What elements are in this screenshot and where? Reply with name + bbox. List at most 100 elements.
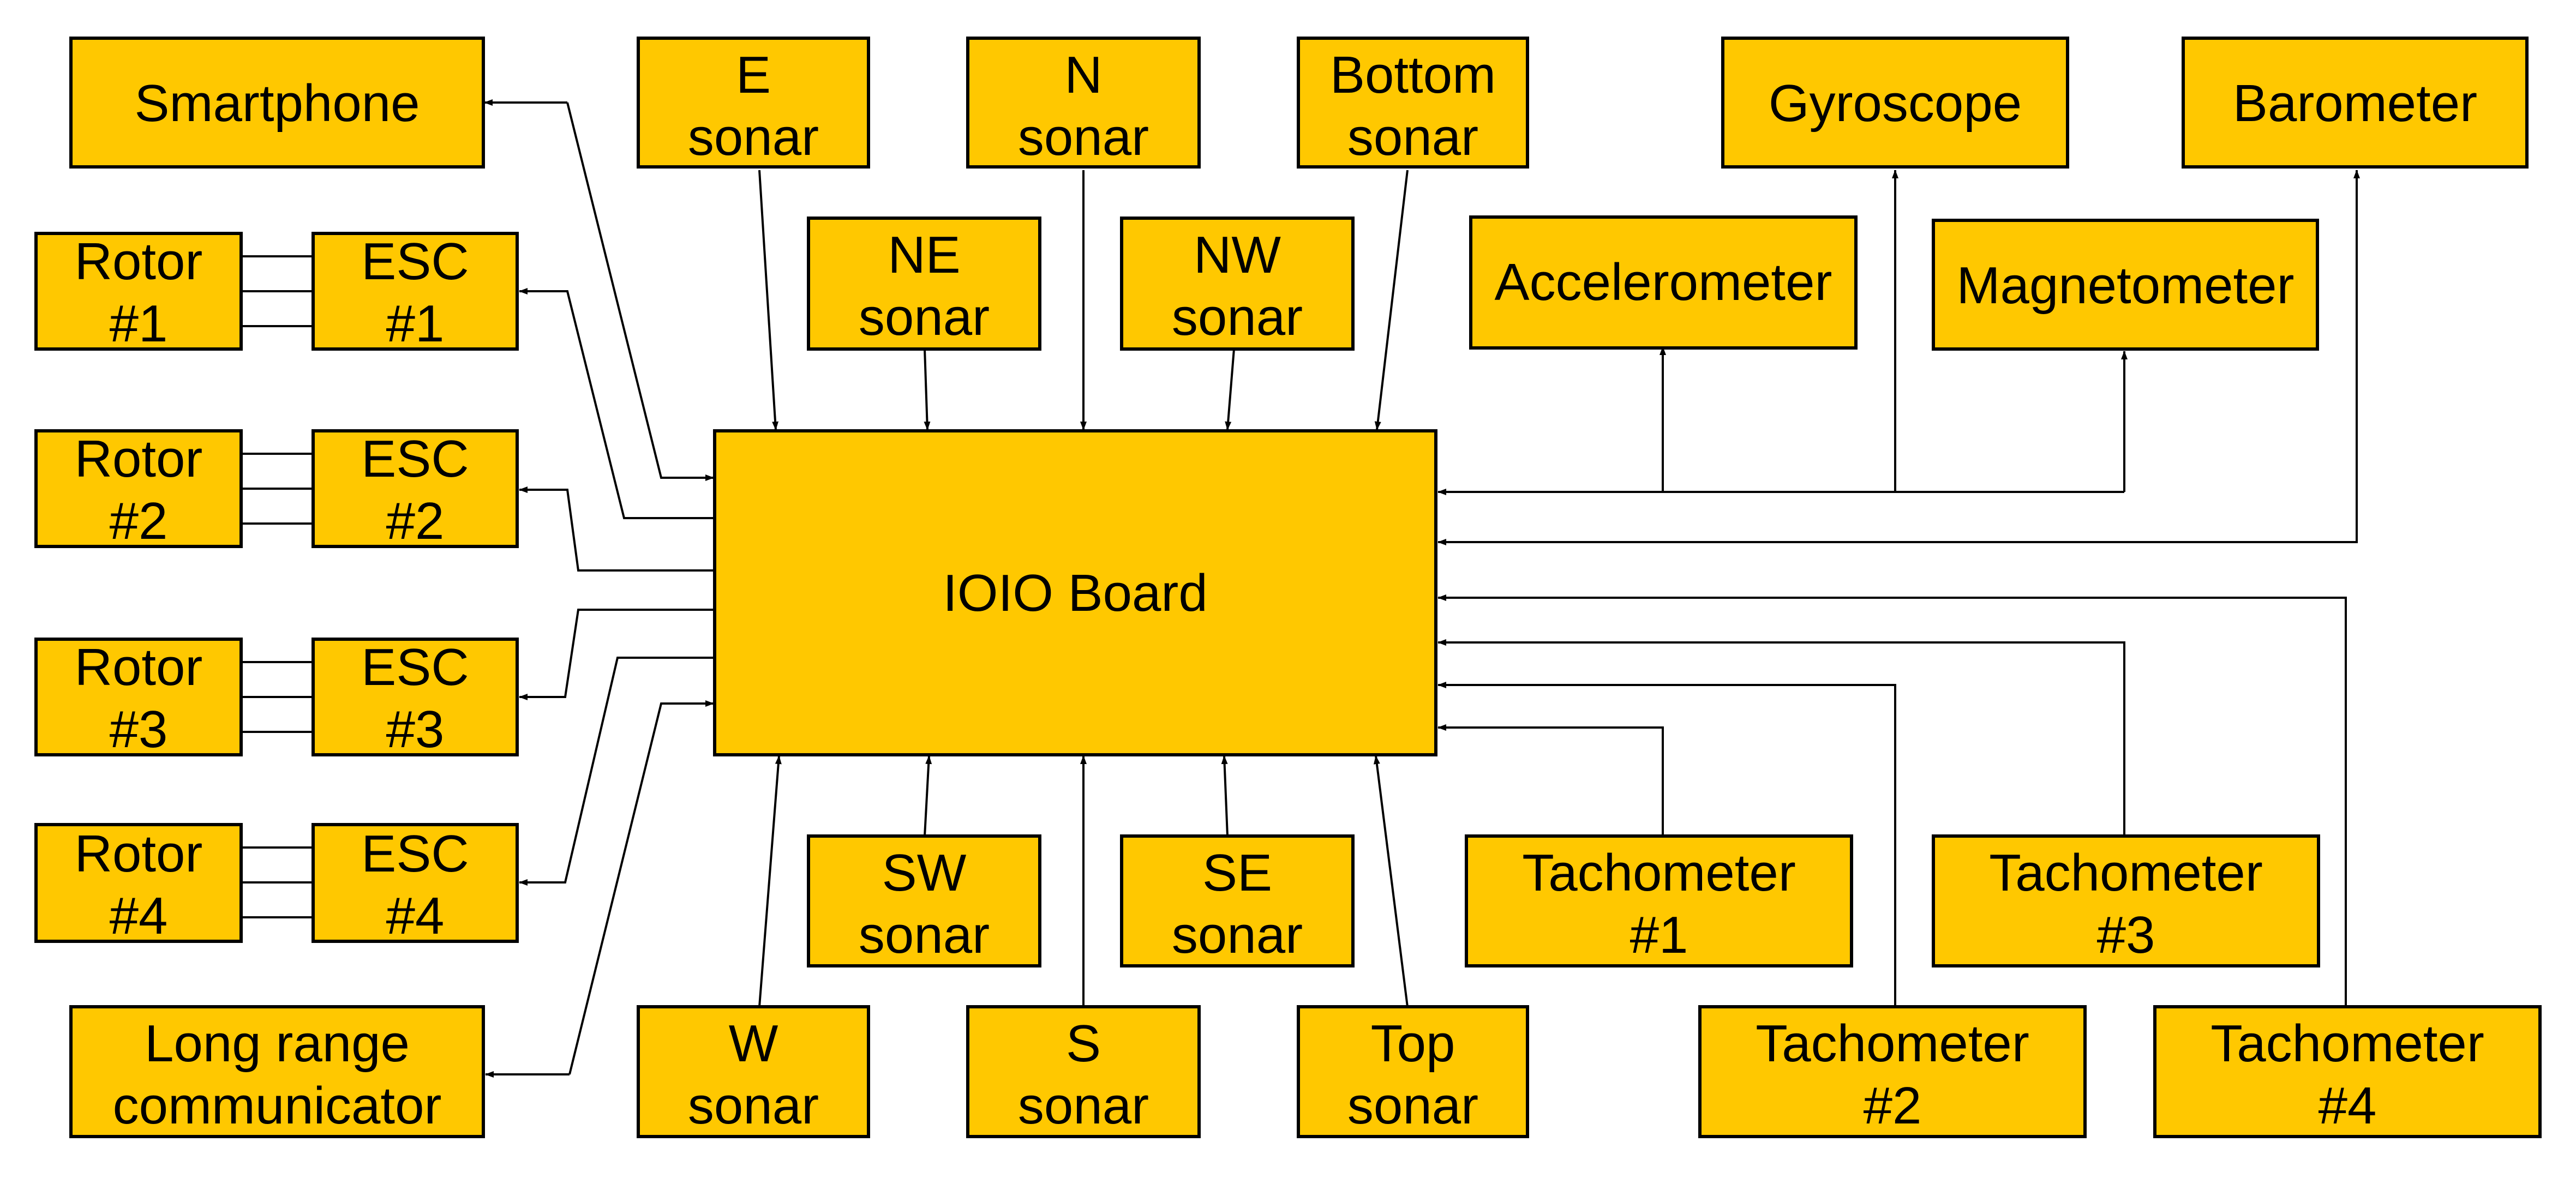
- wire-esc4: [519, 657, 714, 886]
- gyroscope-label: Gyroscope: [1769, 74, 2022, 133]
- wire-top-sonar: [1373, 755, 1409, 1007]
- bottom-sonar-label: Bottom: [1330, 46, 1496, 104]
- wire-sw-sonar: [924, 755, 932, 837]
- wire-tach3: [1437, 639, 2125, 836]
- esc3-label: #3: [386, 700, 445, 759]
- tachometer4-label: Tachometer: [2210, 1014, 2484, 1073]
- wire-ne-sonar: [924, 348, 931, 430]
- wire-smartphone-to-board: [566, 102, 714, 481]
- s-sonar-label: sonar: [1018, 1077, 1149, 1135]
- top-sonar-label: Top: [1371, 1014, 1455, 1073]
- esc1-label: #1: [386, 294, 445, 353]
- w-sonar-label: W: [729, 1014, 778, 1073]
- nw-sonar-box: NW sonar: [1120, 217, 1355, 351]
- tachometer2-label: Tachometer: [1756, 1014, 2029, 1073]
- rotor1-label: Rotor: [75, 232, 203, 291]
- esc2-box: ESC #2: [311, 429, 519, 550]
- e-sonar-box: E sonar: [637, 37, 870, 169]
- wire-tach1: [1437, 724, 1664, 836]
- wire-longrange-to-board: [568, 700, 714, 1075]
- barometer-box: Barometer: [2182, 37, 2529, 169]
- nodes: Smartphone E sonar N sonar Bottom sonar …: [34, 37, 2542, 1138]
- esc3-label: ESC: [361, 638, 469, 696]
- e-sonar-label: sonar: [688, 108, 819, 166]
- n-sonar-label: sonar: [1018, 108, 1149, 166]
- top-sonar-box: Top sonar: [1297, 1005, 1529, 1138]
- wire-esc1: [519, 288, 714, 519]
- tachometer3-box: Tachometer #3: [1932, 834, 2320, 967]
- rotor3-label: Rotor: [75, 638, 203, 696]
- ioio-board-box: IOIO Board: [713, 429, 1437, 756]
- esc4-label: #4: [386, 887, 445, 945]
- n-sonar-label: N: [1064, 46, 1102, 104]
- tachometer4-label: #4: [2319, 1077, 2377, 1135]
- magnetometer-box: Magnetometer: [1932, 219, 2319, 351]
- tachometer3-label: #3: [2097, 906, 2155, 964]
- s-sonar-box: S sonar: [966, 1005, 1201, 1138]
- wire-nw-sonar: [1225, 348, 1235, 430]
- rotor1-box: Rotor #1: [34, 232, 243, 353]
- top-sonar-label: sonar: [1347, 1077, 1478, 1135]
- rotor2-box: Rotor #2: [34, 429, 243, 550]
- ne-sonar-label: sonar: [859, 288, 990, 346]
- long-range-communicator-label: Long range: [145, 1014, 410, 1073]
- wire-esc2: [519, 486, 714, 572]
- barometer-label: Barometer: [2233, 74, 2477, 133]
- magnetometer-label: Magnetometer: [1957, 256, 2295, 315]
- bottom-sonar-label: sonar: [1347, 108, 1478, 166]
- rotor2-label: Rotor: [75, 430, 203, 488]
- long-range-communicator-box: Long range communicator: [69, 1005, 485, 1138]
- sw-sonar-box: SW sonar: [807, 834, 1041, 967]
- wire-esc3: [519, 609, 714, 700]
- wire-tach4: [1437, 594, 2347, 1007]
- smartphone-label: Smartphone: [135, 74, 420, 133]
- connectors: [241, 99, 2360, 1078]
- ne-sonar-label: NE: [888, 226, 960, 284]
- rotor2-label: #2: [110, 492, 168, 550]
- esc1-label: ESC: [361, 232, 469, 291]
- sw-sonar-label: sonar: [859, 906, 990, 964]
- long-range-communicator-label: communicator: [113, 1077, 442, 1135]
- esc2-label: ESC: [361, 430, 469, 488]
- wire-tach2: [1437, 682, 1896, 1007]
- tachometer2-label: #2: [1864, 1077, 1922, 1135]
- esc3-box: ESC #3: [311, 638, 519, 759]
- sw-sonar-label: SW: [882, 844, 967, 902]
- accelerometer-label: Accelerometer: [1495, 253, 1832, 311]
- wire-se-sonar: [1221, 755, 1229, 837]
- s-sonar-label: S: [1066, 1014, 1101, 1073]
- tachometer2-box: Tachometer #2: [1698, 1005, 2087, 1138]
- esc2-label: #2: [386, 492, 445, 550]
- tachometer1-label: #1: [1630, 906, 1688, 964]
- bottom-sonar-box: Bottom sonar: [1297, 37, 1529, 169]
- accelerometer-box: Accelerometer: [1469, 215, 1858, 350]
- ne-sonar-box: NE sonar: [807, 217, 1041, 351]
- rotor3-label: #3: [110, 700, 168, 759]
- rotor4-box: Rotor #4: [34, 823, 243, 945]
- ioio-board-label: IOIO Board: [943, 564, 1208, 622]
- esc4-label: ESC: [361, 825, 469, 883]
- e-sonar-label: E: [736, 46, 771, 104]
- tachometer1-box: Tachometer #1: [1465, 834, 1853, 967]
- rotor4-label: #4: [110, 887, 168, 945]
- rotor4-label: Rotor: [75, 825, 203, 883]
- n-sonar-box: N sonar: [966, 37, 1201, 169]
- wire-bottom-sonar: [1374, 170, 1409, 430]
- tachometer4-box: Tachometer #4: [2153, 1005, 2542, 1138]
- nw-sonar-label: sonar: [1172, 288, 1303, 346]
- se-sonar-label: SE: [1202, 844, 1272, 902]
- w-sonar-box: W sonar: [637, 1005, 870, 1138]
- rotor1-label: #1: [110, 294, 168, 353]
- se-sonar-box: SE sonar: [1120, 834, 1355, 967]
- smartphone-box: Smartphone: [69, 37, 485, 169]
- gyroscope-box: Gyroscope: [1721, 37, 2069, 169]
- w-sonar-label: sonar: [688, 1077, 819, 1135]
- wire-w-sonar: [758, 755, 782, 1007]
- esc1-box: ESC #1: [311, 232, 519, 353]
- nw-sonar-label: NW: [1194, 226, 1281, 284]
- tachometer3-label: Tachometer: [1989, 844, 2263, 902]
- wire-e-sonar: [758, 170, 779, 430]
- esc4-box: ESC #4: [311, 823, 519, 945]
- tachometer1-label: Tachometer: [1522, 844, 1796, 902]
